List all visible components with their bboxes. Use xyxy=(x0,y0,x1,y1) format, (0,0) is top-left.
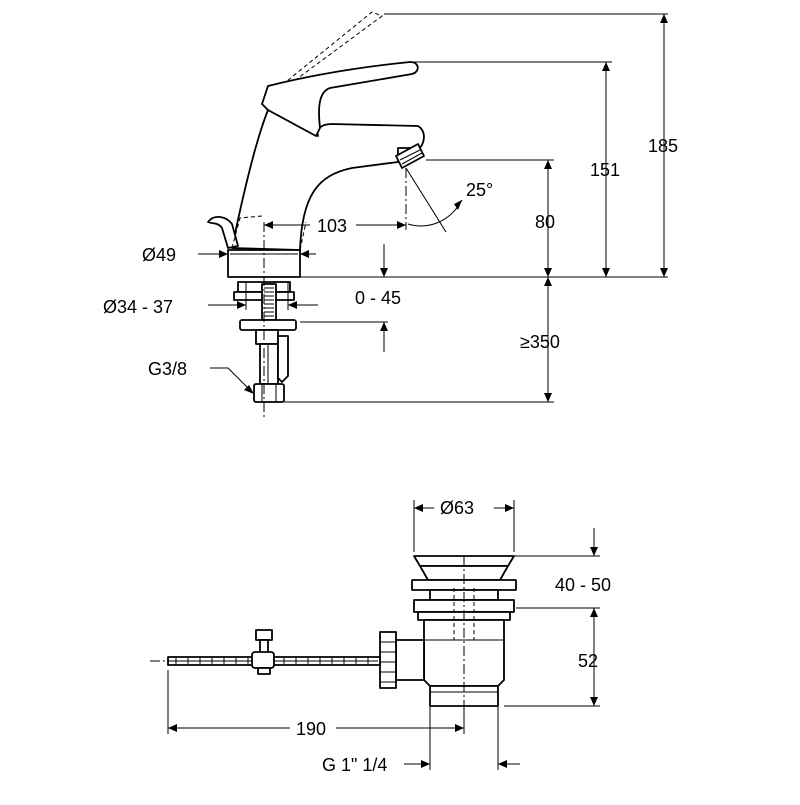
label-hose-length: ≥350 xyxy=(520,332,560,352)
dim-height-outlet xyxy=(602,62,610,277)
waste-flange xyxy=(411,579,517,591)
aerator xyxy=(395,143,425,169)
dim-spout-height xyxy=(544,160,552,277)
dim-hose-length xyxy=(544,277,552,402)
dim-plug-diameter xyxy=(413,500,515,552)
faucet-body xyxy=(231,109,425,251)
label-hole-diameter: Ø34 - 37 xyxy=(103,297,173,317)
dim-body-height xyxy=(590,616,598,706)
dim-thread-leader xyxy=(210,367,254,394)
lever-raised-outline xyxy=(265,11,384,99)
label-plug-diameter: Ø63 xyxy=(440,498,474,518)
dim-clamp-range xyxy=(590,528,598,617)
label-rod-length: 190 xyxy=(296,719,326,739)
label-spout-height: 80 xyxy=(535,212,555,232)
faucet-drawing: Ø49 Ø34 - 37 G3/8 103 25° xyxy=(103,11,678,420)
label-body-height: 52 xyxy=(578,651,598,671)
label-reach: 103 xyxy=(317,216,347,236)
rod-clamp xyxy=(251,629,275,675)
label-height-outlet: 151 xyxy=(590,160,620,180)
waste-drawing: Ø63 40 - 50 52 190 xyxy=(150,498,611,775)
dim-deck-thickness xyxy=(380,244,388,352)
label-height-total: 185 xyxy=(648,136,678,156)
dim-angle xyxy=(405,167,463,233)
dim-waste-thread xyxy=(404,706,520,770)
dim-rod-length xyxy=(167,670,465,734)
lever-handle xyxy=(261,61,419,137)
label-thread: G3/8 xyxy=(148,359,187,379)
label-angle: 25° xyxy=(466,180,493,200)
dim-reach xyxy=(264,221,406,229)
label-clamp-range: 40 - 50 xyxy=(555,575,611,595)
label-waste-thread: G 1" 1/4 xyxy=(322,755,387,775)
label-base-diameter: Ø49 xyxy=(142,245,176,265)
dim-hole-diameter xyxy=(208,282,318,310)
label-deck-thickness: 0 - 45 xyxy=(355,288,401,308)
side-connector xyxy=(395,639,425,681)
dim-height-total xyxy=(660,14,668,277)
pull-rod xyxy=(207,216,239,249)
dim-base-diameter xyxy=(198,250,316,258)
